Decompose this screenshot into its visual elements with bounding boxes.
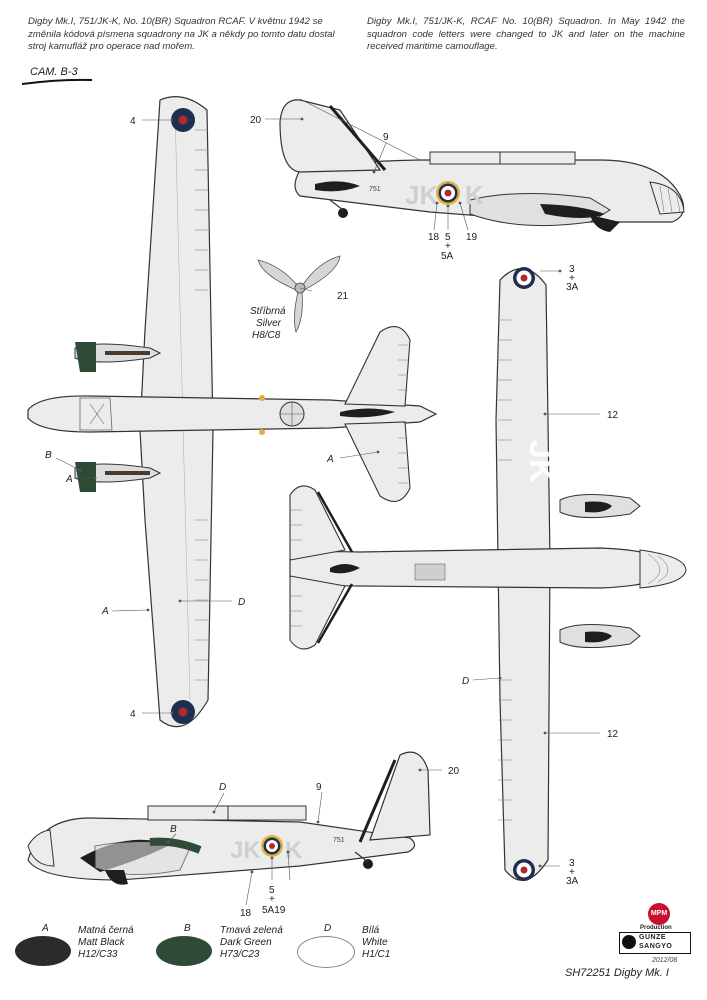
callout-12-lower: 12 [607, 729, 619, 740]
legend-swatch-white [297, 936, 355, 968]
svg-text:JK: JK [522, 440, 560, 484]
legend-letter-a: A [42, 923, 49, 934]
side-roundel [436, 181, 460, 205]
callout-plus-top: + [445, 241, 451, 252]
callout-3-lower: 3 [569, 858, 575, 869]
top-view-tailplane [344, 326, 411, 407]
legend-letter-b: B [184, 923, 191, 934]
legend-b-cz: Tmavá zelená [220, 925, 283, 936]
callout-5-bottom: 5 [269, 885, 275, 896]
leader-dots [78, 117, 562, 874]
legend-d-en: White [362, 937, 388, 948]
callout-20-bottom: 20 [448, 766, 460, 777]
callout-4-bottom: 4 [130, 709, 136, 720]
top-view-fuselage [27, 395, 438, 433]
callout-4-top: 4 [130, 116, 136, 127]
top-view [27, 96, 438, 728]
callout-5A-top: 5A [441, 251, 454, 262]
gunze-text: GUNZE [639, 934, 666, 941]
leader-lines [55, 118, 600, 906]
legend-letter-d: D [324, 923, 332, 934]
legend-a-code: H12/C33 [78, 949, 118, 960]
underside-tailplane [289, 485, 346, 561]
side-code-left: JK [405, 180, 438, 210]
scheme-underline [21, 78, 93, 85]
callout-19-top: 19 [466, 232, 478, 243]
side2-fuselage [27, 817, 416, 881]
side-tail-wheel [338, 208, 348, 218]
callout-5A19-bottom: 5A19 [262, 905, 286, 916]
callout-21: 21 [337, 291, 349, 302]
mpm-production-label: Production [640, 925, 672, 931]
scheme-label: CAM. B-3 [30, 66, 78, 78]
callout-12-upper: 12 [607, 410, 619, 421]
callout-D-underside: D [462, 676, 469, 687]
gunze-emblem-icon [622, 935, 636, 949]
side-tail-fin [279, 99, 382, 173]
legend-a-cz: Matná černá [78, 925, 134, 936]
legend-b-code: H73/C23 [220, 949, 260, 960]
legend-entry-b: Tmavá zelená Dark Green H73/C23 [220, 925, 283, 961]
callout-A-wing: A [101, 606, 109, 617]
legend-d-code: H1/C1 [362, 949, 391, 960]
legend-entry-d: Bílá White H1/C1 [362, 925, 390, 961]
legend-entry-a: Matná černá Matt Black H12/C33 [78, 925, 134, 961]
callout-D-wing: D [238, 597, 245, 608]
side2-roundel [261, 835, 283, 857]
intro-czech: Digby Mk.I, 751/JK-K, No. 10(BR) Squadro… [28, 16, 335, 52]
side2-code-left: JK [230, 837, 261, 864]
prop-note-en: Silver [256, 318, 282, 329]
callout-3A-upper: 3A [566, 282, 579, 293]
callout-plus-bottom: + [269, 894, 275, 905]
callout-plus-upper: + [569, 273, 575, 284]
underside-roundel-upper [513, 267, 535, 289]
callout-18-bottom: 18 [240, 908, 252, 919]
callout-9-bottom: 9 [316, 782, 322, 793]
callout-3A-lower: 3A [566, 876, 579, 887]
legend-swatch-dark-green [156, 936, 212, 966]
legend-swatch-matt-black [15, 936, 71, 966]
callout-D-side: D [219, 782, 226, 793]
callout-plus-lower: + [569, 867, 575, 878]
side-view-right: JK K 751 [279, 98, 685, 232]
top-roundel-upper [171, 108, 195, 132]
callout-A-nacelle: A [65, 474, 73, 485]
callout-A-tail: A [326, 454, 334, 465]
prop-note-cz: Stříbrná [250, 306, 286, 317]
callout-B-side: B [170, 824, 177, 835]
intro-english: Digby Mk.I, 751/JK-K, RCAF No. 10(BR) Sq… [367, 16, 685, 52]
mpm-logo: MPM [648, 903, 670, 925]
callout-18-top: 18 [428, 232, 440, 243]
top-roundel-lower [171, 700, 195, 724]
side2-code-right: K [285, 837, 303, 864]
callout-3-upper: 3 [569, 264, 575, 275]
underside-view: JK [289, 267, 687, 881]
product-title: SH72251 Digby Mk. I [565, 967, 669, 979]
callout-B-wing: B [45, 450, 52, 461]
print-date: 2012/08 [652, 957, 678, 964]
legend-a-en: Matt Black [78, 937, 125, 948]
underside-roundel-lower [513, 859, 535, 881]
callout-5-top: 5 [445, 232, 451, 243]
prop-note-code: H8/C8 [252, 330, 281, 341]
side2-serial: 751 [333, 837, 345, 844]
legend-d-cz: Bílá [362, 925, 380, 936]
gunze-sangyo-logo: GUNZE SANGYO [619, 932, 691, 954]
callout-20-top: 20 [250, 115, 262, 126]
side-view-left: JK K 751 [27, 751, 431, 885]
sangyo-text: SANGYO [639, 943, 673, 950]
callout-9-top: 9 [383, 132, 389, 143]
legend-b-en: Dark Green [220, 937, 272, 948]
side-code-right: K [465, 180, 484, 210]
side-serial: 751 [369, 186, 381, 193]
